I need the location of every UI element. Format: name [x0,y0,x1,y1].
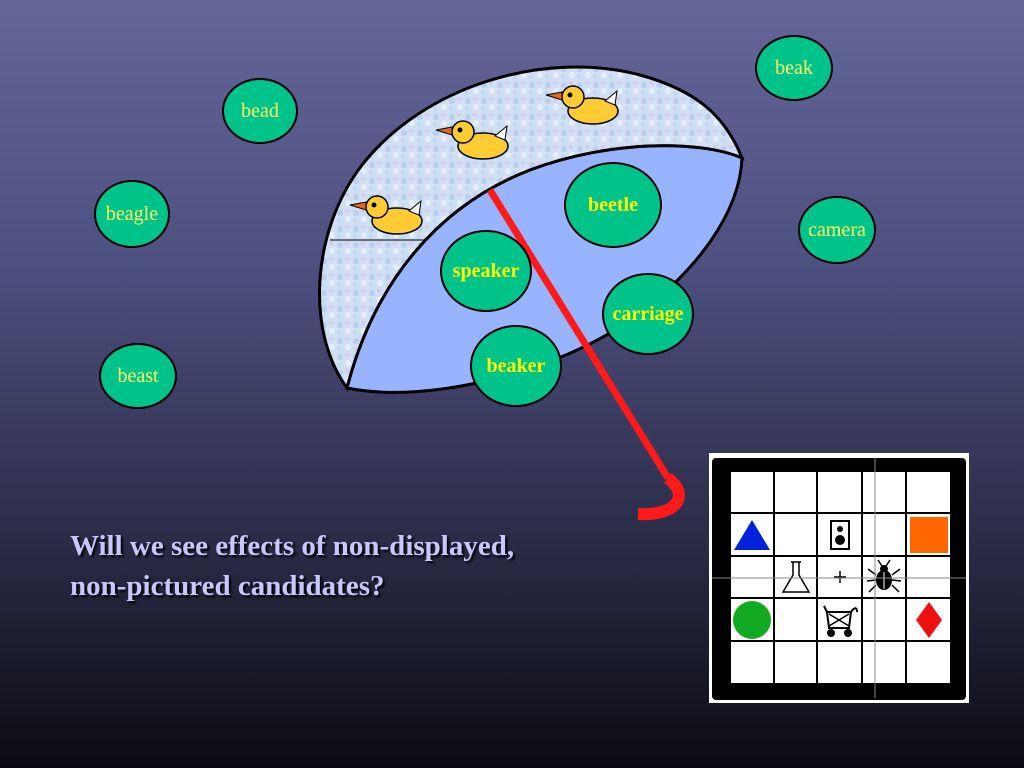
word-beak: beak [775,56,813,79]
duck-icon [545,85,619,125]
grid-cell [730,513,774,556]
word-speaker: speaker [452,259,520,282]
grid-cell [774,513,817,556]
word-bubble-beetle: beetle [564,162,662,248]
word-bubble-carriage: carriage [602,273,694,355]
orange-square-icon [909,516,948,553]
grid-cell [774,556,817,598]
word-beaker: beaker [486,354,546,377]
grid-cell [862,598,906,641]
grid-cell [730,556,774,598]
grid-guide-lines [712,458,966,698]
grid-cell [774,641,817,684]
speaker-icon [829,519,850,550]
grid-cell [817,598,862,641]
grid-cell [730,471,774,513]
word-bubble-beaker: beaker [470,325,562,407]
duck-icon [349,195,423,235]
grid-cell [774,598,817,641]
word-carriage: carriage [612,302,684,325]
carriage-icon [822,605,858,637]
display-grid-panel [709,453,969,703]
grid-cell [862,471,906,513]
grid-cell [906,513,951,556]
green-circle-icon [733,600,771,639]
grid-cell [817,513,862,556]
grid-cell [817,471,862,513]
grid-cell [906,471,951,513]
word-bubble-camera: camera [798,196,876,264]
beaker-icon [781,561,810,593]
question-line-2: non-pictured candidates? [70,570,385,602]
blue-triangle-icon [734,519,770,550]
question-line-1: Will we see effects of non-displayed, [70,530,515,562]
grid-cell [862,556,906,598]
grid-cell [862,513,906,556]
word-beetle: beetle [588,193,638,216]
beetle-icon [866,559,902,593]
word-bubble-speaker: speaker [440,230,532,312]
grid-cell [774,471,817,513]
word-bubble-bead: bead [222,78,298,144]
duck-icon [435,120,509,160]
grid-cell [862,641,906,684]
grid-cell [906,556,951,598]
word-beagle: beagle [105,202,159,225]
grid-cell [730,641,774,684]
question-text: Will we see effects of non-displayed, no… [70,526,670,606]
grid-cell [817,641,862,684]
word-bead: bead [241,99,279,122]
word-beast: beast [117,364,159,387]
grid-cell [906,598,951,641]
grid-cell [730,598,774,641]
umbrella-shaft [487,188,671,480]
red-diamond-icon [915,601,942,638]
fixation-cross-icon [833,571,846,583]
umbrella-hook [637,473,685,521]
grid-cell [817,556,862,598]
word-bubble-beast: beast [99,343,177,409]
word-bubble-beak: beak [755,35,833,101]
word-bubble-beagle: beagle [94,180,170,248]
word-camera: camera [808,218,866,241]
grid-cell [906,641,951,684]
